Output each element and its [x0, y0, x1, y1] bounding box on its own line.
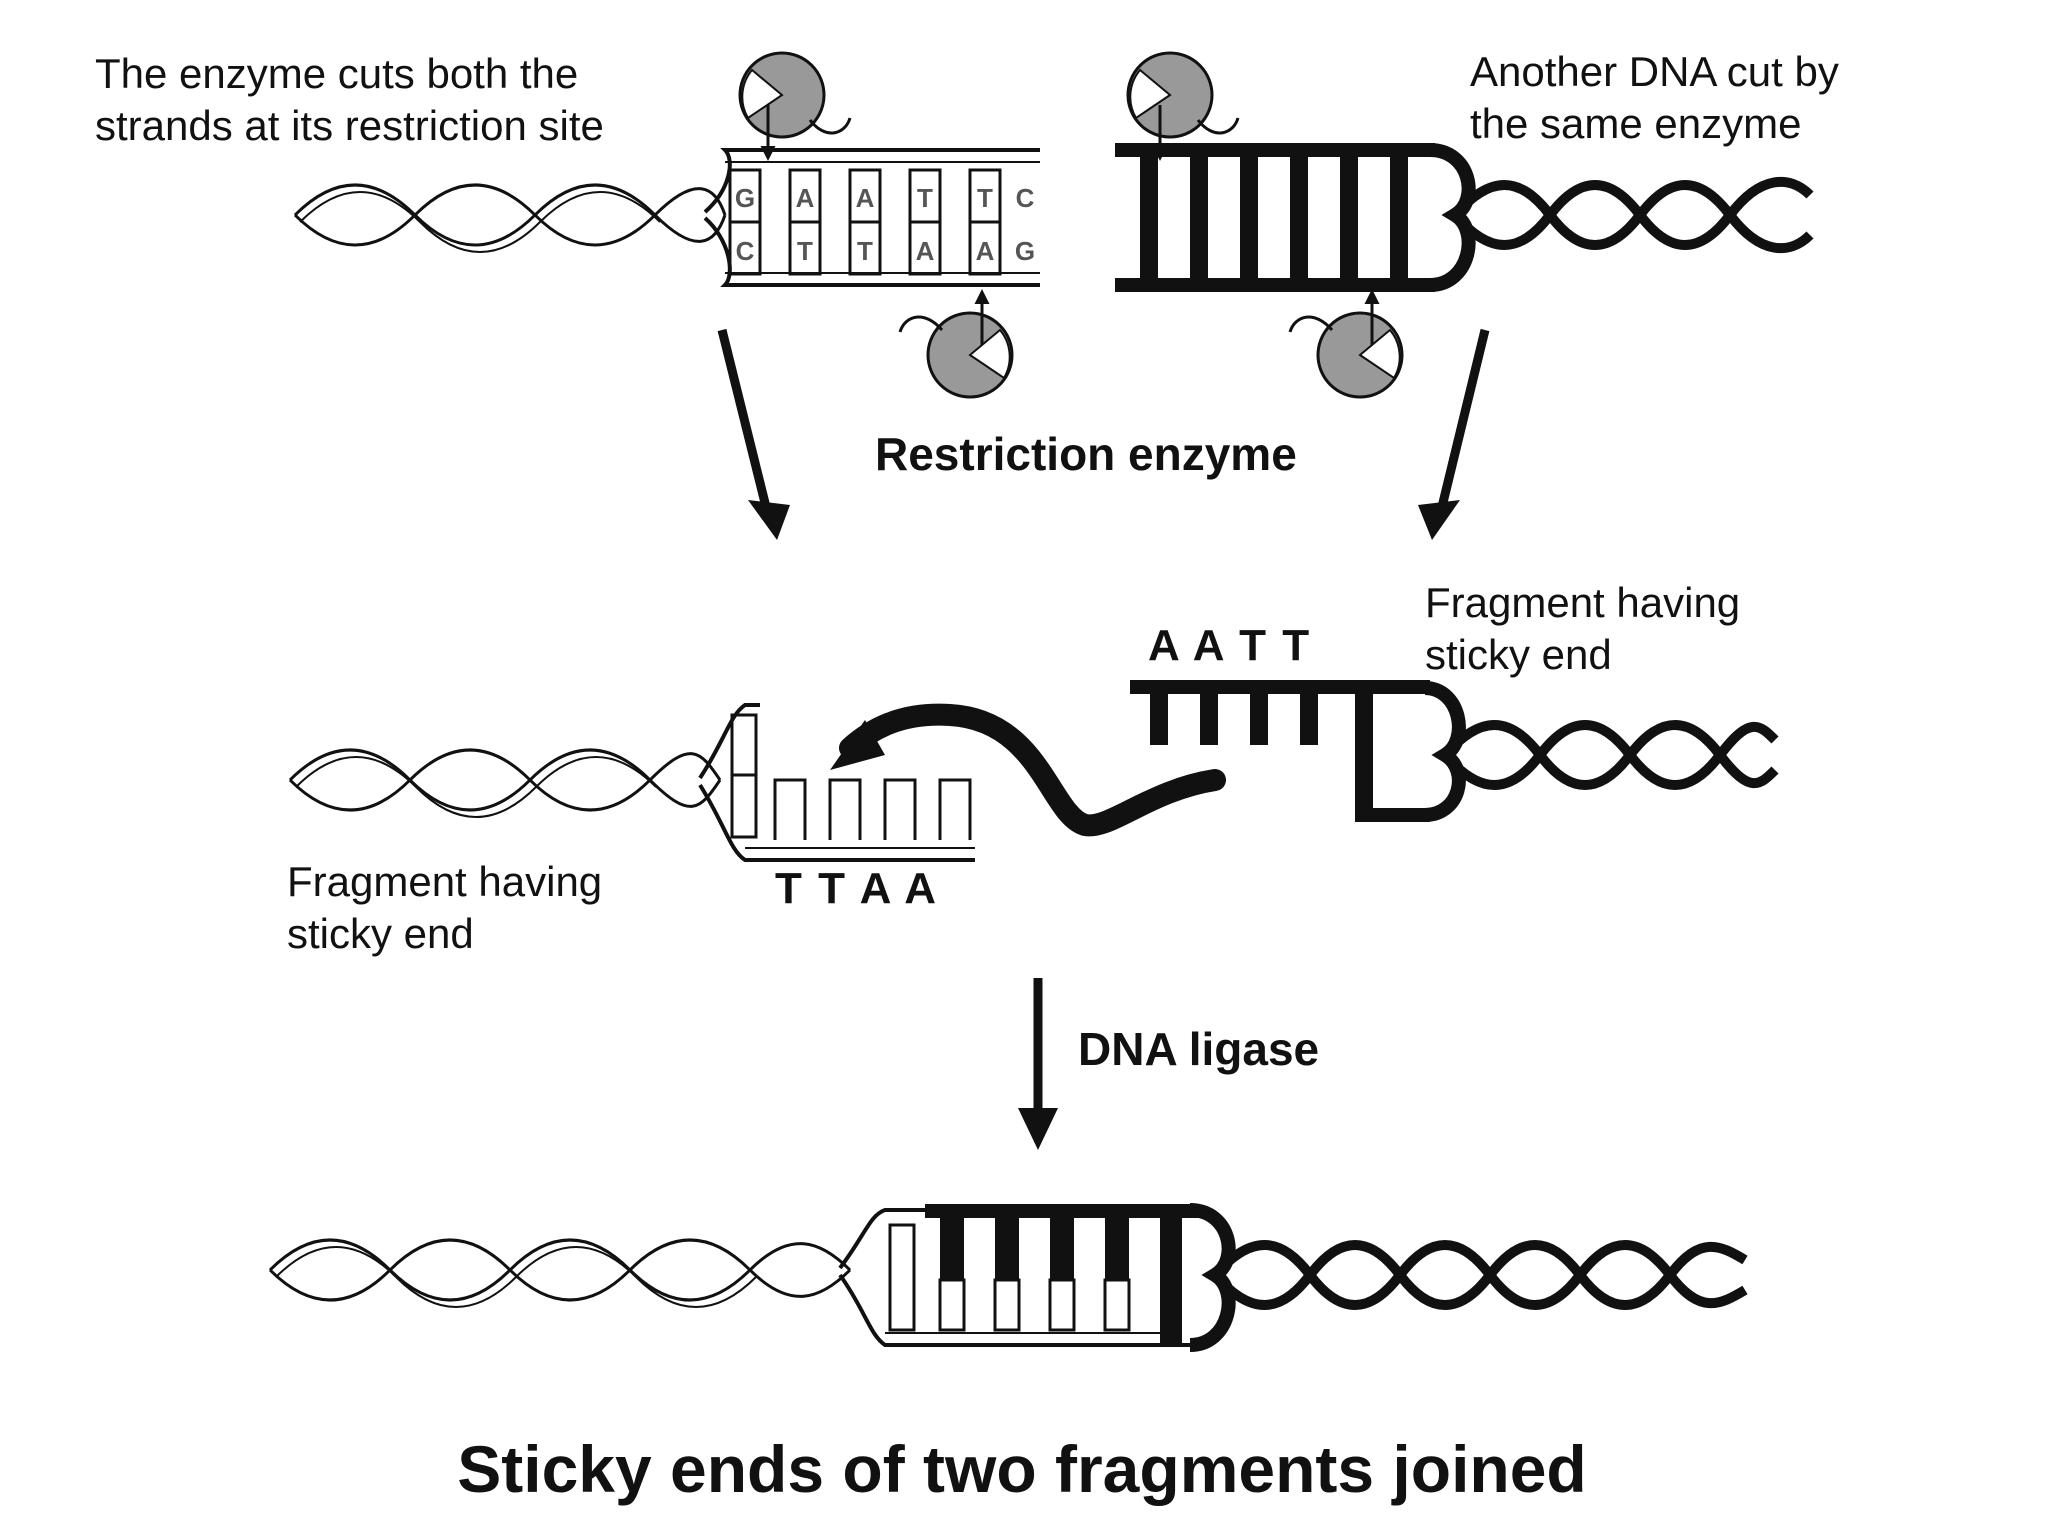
base-bottom: A	[916, 236, 935, 266]
restriction-site-ladder	[728, 168, 1002, 276]
base-top: A	[856, 183, 875, 213]
enzyme-icon	[898, 289, 1014, 399]
dna-fragment-left	[288, 703, 975, 862]
enzyme-icon	[738, 51, 852, 161]
sticky-sequence-top: A A T T	[1148, 621, 1311, 670]
fragment-left-label: Fragment having	[287, 858, 602, 905]
enzyme-cut-label: The enzyme cuts both the	[95, 50, 578, 97]
dna-joined	[268, 1203, 1748, 1352]
another-dna-label: Another DNA cut by	[1470, 48, 1839, 95]
base-bottom: G	[1015, 236, 1035, 266]
restriction-site-bases: G A A T T C C T T A A G	[735, 183, 1035, 266]
fragment-right-label: sticky end	[1425, 631, 1612, 678]
arrow-down-ligase	[1018, 978, 1058, 1150]
restriction-enzyme-label: Restriction enzyme	[875, 428, 1297, 480]
base-top: G	[735, 183, 755, 213]
base-bottom: C	[736, 236, 755, 266]
base-top: T	[977, 183, 993, 213]
enzyme-cut-label: strands at its restriction site	[95, 102, 604, 149]
joining-arrow	[830, 703, 1226, 837]
enzyme-icon	[1126, 51, 1240, 161]
fragment-left-label: sticky end	[287, 910, 474, 957]
base-top: T	[917, 183, 933, 213]
arrow-down-left	[717, 328, 790, 540]
diagram-title: Sticky ends of two fragments joined	[457, 1432, 1587, 1506]
dna-ligase-label: DNA ligase	[1078, 1023, 1319, 1075]
base-top: C	[1016, 183, 1035, 213]
base-bottom: A	[976, 236, 995, 266]
base-bottom: T	[857, 236, 873, 266]
fragment-right-label: Fragment having	[1425, 579, 1740, 626]
dna-helix-top-right	[1115, 143, 1814, 292]
sticky-sequence-bottom: T T A A	[775, 864, 938, 913]
base-bottom: T	[797, 236, 813, 266]
enzyme-icon	[1288, 289, 1404, 399]
dna-fragment-right	[1130, 680, 1779, 822]
another-dna-label: the same enzyme	[1470, 100, 1802, 147]
base-top: A	[796, 183, 815, 213]
arrow-down-right	[1418, 328, 1490, 540]
